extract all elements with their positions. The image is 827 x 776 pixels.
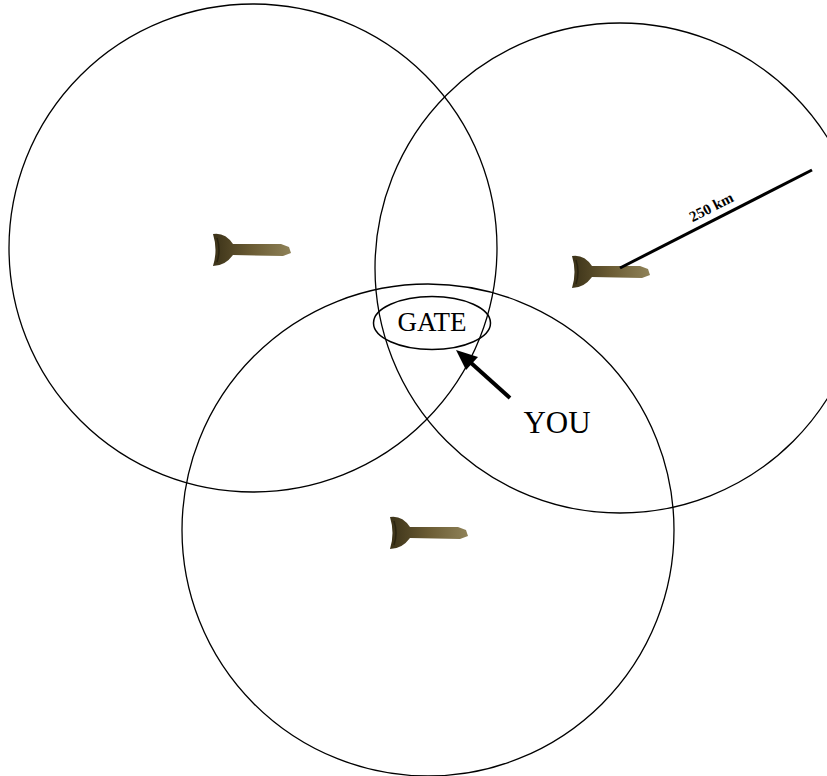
pointer-label: YOU (523, 405, 590, 441)
arrowhead (456, 350, 478, 370)
node-text: GATE (398, 308, 467, 338)
radius-line (620, 170, 812, 268)
gate-ellipse: GATE (372, 295, 492, 351)
range-circle (9, 4, 497, 492)
creature-icon (572, 256, 650, 288)
creature-icon (213, 234, 291, 266)
range-circle (375, 23, 827, 513)
range-circle (182, 284, 674, 776)
creature-icon (390, 517, 468, 549)
pointer-arrow (470, 362, 510, 398)
